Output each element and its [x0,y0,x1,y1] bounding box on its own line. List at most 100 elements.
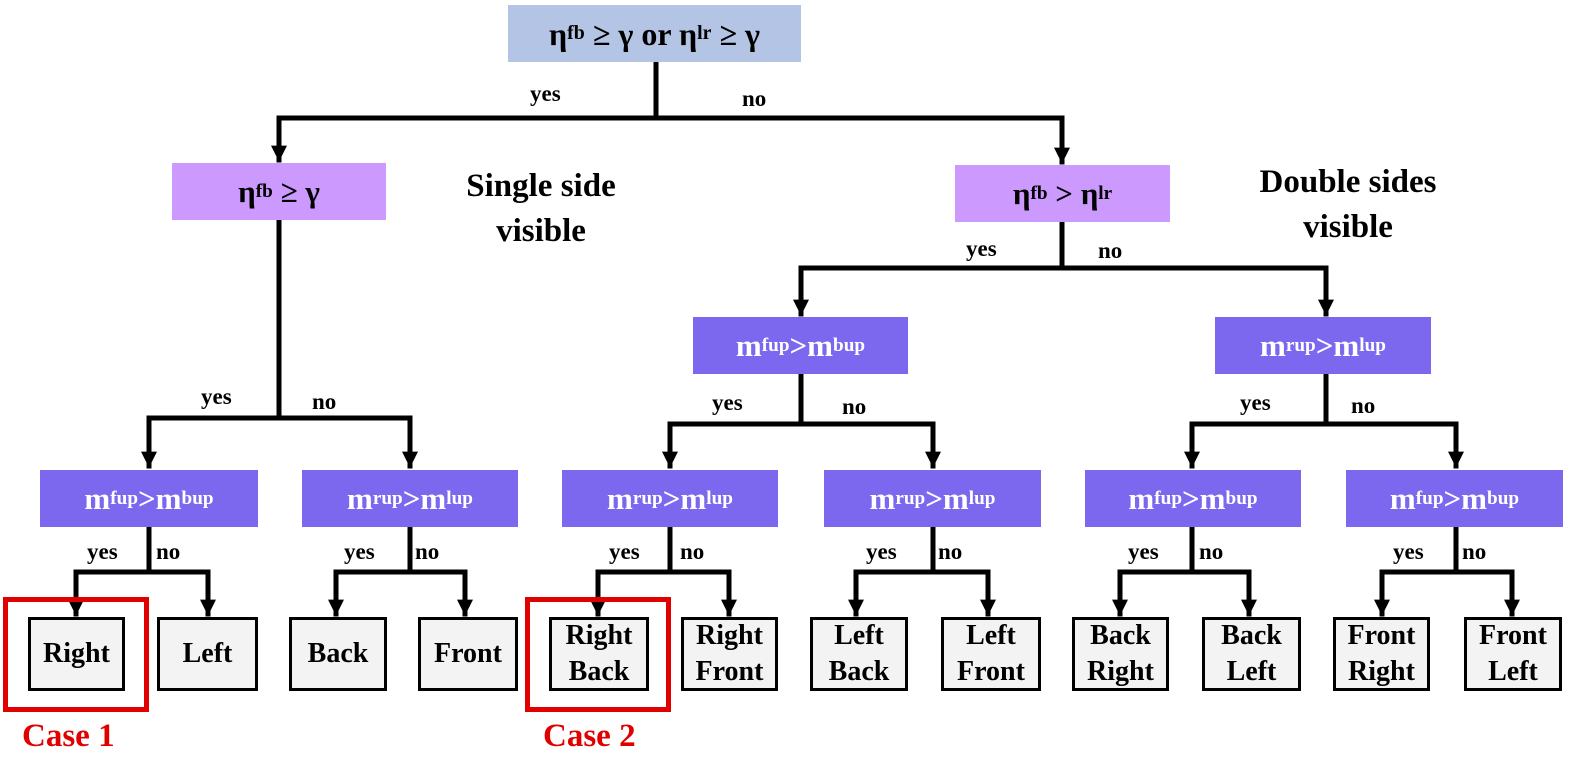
m-sub: f [761,334,769,356]
m-sup-2: up [974,487,996,509]
leaf-right-front: Right Front [681,617,778,691]
leaf-line: Right [1348,656,1415,687]
leaf-line: Right [43,637,110,669]
edge-label-no: no [1351,393,1376,418]
case1-label: Case 1 [22,718,115,754]
root-sub-fb: fb [567,21,585,44]
edge-label-no: no [938,539,963,564]
edge-label-no: no [156,539,181,564]
m-var: m [1128,481,1155,516]
edge-label-no: no [415,539,440,564]
case2-label: Case 2 [543,718,636,754]
edge-label-yes: yes [609,539,640,564]
single-side-visible-note: Single side visible [446,164,636,253]
edge-label-no: no [312,389,337,414]
leaf-right: Right [28,617,125,691]
leaf-left-back: Left Back [810,617,908,691]
m-var: m [347,481,373,516]
m-sup-2: up [1236,487,1258,509]
leaf-left-front: Left Front [941,617,1041,691]
leaf-left: Left [157,617,258,691]
m-sup: up [641,487,663,509]
m-var: m [869,481,896,516]
edge-label-yes: yes [1393,539,1424,564]
m-sub: r [1285,334,1295,356]
note-line: Single side [466,168,616,204]
leaf-line: Front [695,656,764,687]
m-sup-2: up [711,487,733,509]
leaf-line: Left [966,619,1016,651]
leaf-line: Back [1221,619,1282,651]
m-sup-2: up [192,487,214,509]
leaf-line: Back [828,656,890,687]
m-sup: up [381,487,403,509]
leaf-line: Front [1347,619,1416,651]
m-var: m [1260,328,1286,363]
edge-label-no: no [1462,539,1487,564]
leaf-back-right: Back Right [1072,617,1169,691]
m-sup: up [768,334,790,356]
leaf-line: Left [1226,656,1277,687]
edge-label-yes: yes [87,539,118,564]
leaf-line: Front [1479,619,1547,651]
m-var: m [735,328,762,363]
leaf-line: Back [1090,619,1151,651]
case1-highlight-box [3,597,149,712]
m-sup: up [1422,487,1444,509]
m-sub: r [895,487,904,509]
cond-symbol-2: η [1080,176,1099,211]
m-sup: up [1160,487,1183,509]
edge-label-no: no [680,539,705,564]
m-sub-2: b [1487,487,1498,509]
edge-label-yes: yes [866,539,897,564]
gt-op: >m [1443,481,1488,516]
m-sup: up [116,487,139,509]
leaf-right-back: Right Back [549,617,649,691]
m-sub-2: l [1359,334,1365,356]
m-sub: r [632,487,642,509]
edge-label-yes: yes [1240,390,1271,415]
leaf-line: Back [568,656,630,687]
leaf-line: Left [1488,656,1538,687]
edge-label-yes: yes [344,539,375,564]
m-sup-2: up [451,487,473,509]
gt-op: >m [138,481,182,516]
m-sub-2: l [706,487,712,509]
gt-op: >m [925,481,969,516]
edge-label-yes: yes [712,390,743,415]
leaf-line: Right [1087,656,1154,687]
gt-op: >m [662,481,707,516]
m-sub: f [1415,487,1423,509]
leaf-line: Back [307,637,369,669]
leaf-back: Back [289,617,387,691]
m-sub-2: b [181,487,193,509]
root-op-or: ≥ γ or η [592,15,698,52]
leaf-line: Left [834,619,884,651]
m-sub-2: b [833,334,844,356]
leaf-line: Right [565,619,633,651]
m-sub: r [372,487,382,509]
edge-label-no: no [1098,238,1123,263]
cond-symbol: η [1012,176,1031,211]
cond-sub-fb: fb [1030,182,1048,204]
note-line: visible [496,212,586,249]
m-sub-2: l [446,487,452,509]
cond-sub: fb [255,180,273,202]
m-sub-2: l [968,487,975,509]
m-var: m [1389,481,1416,516]
leaf-front: Front [418,617,518,691]
gt-op: >m [402,481,447,516]
edge-label-no: no [742,86,767,111]
edge-label-no: no [1199,539,1224,564]
